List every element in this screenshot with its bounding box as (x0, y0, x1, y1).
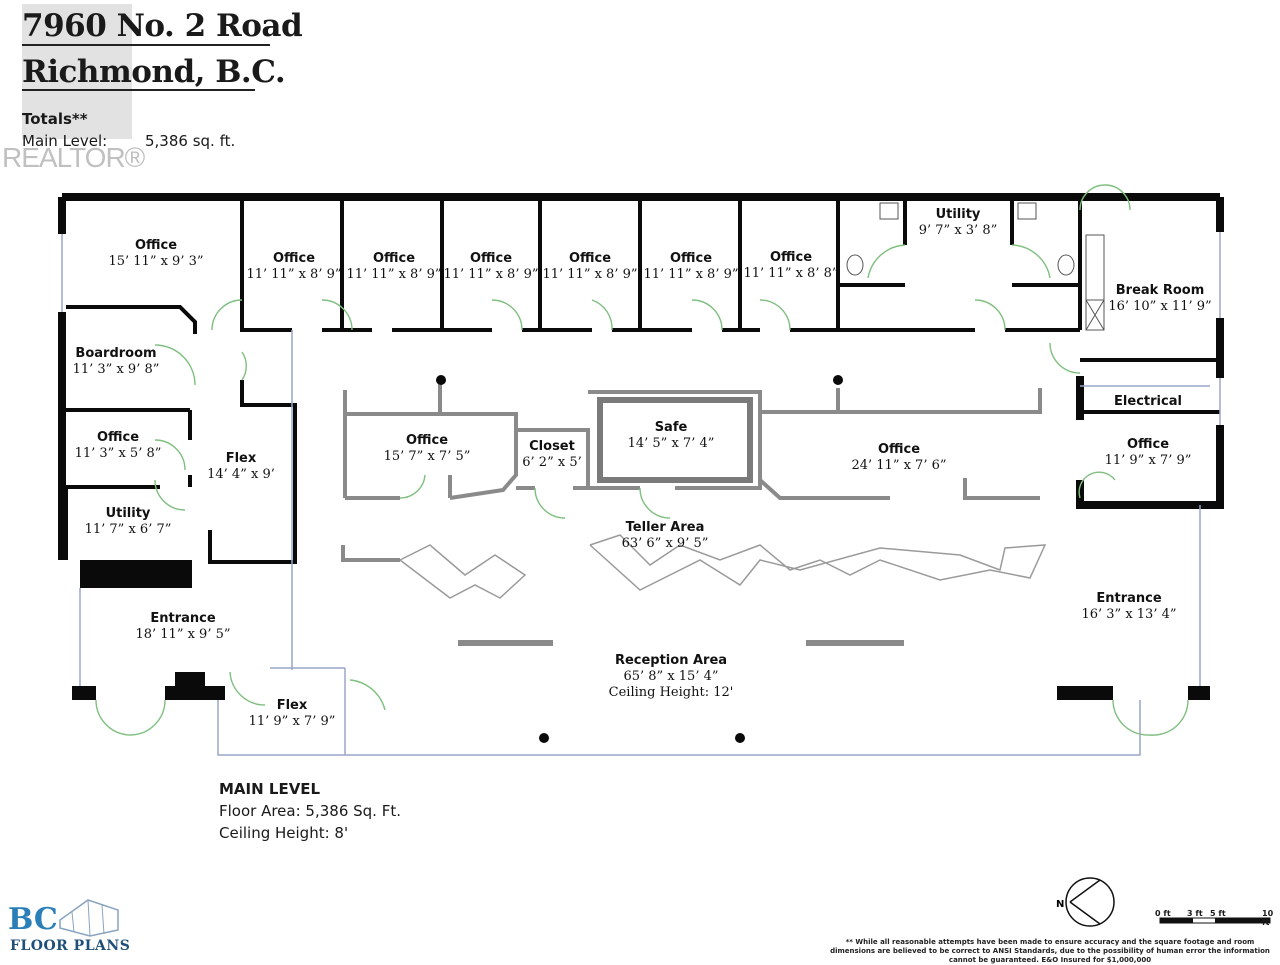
teller-counter (399, 534, 1047, 599)
column-icon (735, 733, 745, 743)
room-dims: 15’ 7” x 7’ 5” (384, 449, 471, 464)
room-dims: 11’ 11” x 8’ 9” (643, 267, 738, 282)
compass: N (1056, 877, 1115, 927)
room-name: Entrance (1096, 591, 1161, 606)
disclaimer-text: ** While all reasonable attempts have be… (830, 938, 1270, 964)
door-swings (95, 184, 1189, 736)
main-level-label: Main Level: (22, 132, 108, 150)
fixtures (846, 202, 1105, 331)
sink-icon (879, 202, 899, 220)
room-dims: 11’ 9” x 7’ 9” (249, 714, 336, 729)
room-dims: 11’ 3” x 9’ 8” (73, 362, 160, 377)
room-name: Electrical (1114, 394, 1182, 409)
room-dims: 11’ 11” x 8’ 8” (743, 266, 838, 281)
room-dims: 24’ 11” x 7’ 6” (851, 458, 946, 473)
room-name: Teller Area (626, 520, 705, 535)
room-name: Boardroom (75, 346, 156, 361)
room-name: Office (1127, 437, 1169, 452)
room-name: Break Room (1116, 283, 1205, 298)
toilet-icon (846, 254, 864, 276)
room-name: Office (97, 430, 139, 445)
address-line-2: Richmond, B.C. (22, 54, 286, 90)
sink-icon (1017, 202, 1037, 220)
room-dims: 11’ 11” x 8’ 9” (246, 267, 341, 282)
room-dims: 65’ 8” x 15’ 4” (623, 669, 718, 684)
room-dims: 16’ 3” x 13’ 4” (1081, 607, 1176, 622)
realtor-watermark-text: REALTOR® (2, 142, 145, 173)
room-labels: Office 15’ 11” x 9’ 3” Office 11’ 11” x … (73, 207, 1212, 729)
address-underline (22, 44, 270, 46)
address-line-1: 7960 No. 2 Road (22, 8, 303, 44)
room-name: Office (273, 251, 315, 266)
room-dims: 11’ 11” x 8’ 9” (542, 267, 637, 282)
room-name: Office (470, 251, 512, 266)
scale-label: 10 ft (1262, 909, 1274, 927)
main-level-value: 5,386 sq. ft. (145, 132, 236, 150)
realtor-logo-icon (22, 4, 132, 139)
bc-floor-plans-logo: BC FLOOR PLANS (8, 890, 138, 960)
column-icon (539, 733, 549, 743)
scale-label: 5 ft (1210, 909, 1226, 918)
room-dims: 16’ 10” x 11’ 9” (1108, 299, 1211, 314)
room-name: Entrance (150, 611, 215, 626)
room-dims: 9’ 7” x 3’ 8” (919, 223, 998, 238)
logo-text-floor-plans: FLOOR PLANS (10, 938, 131, 954)
room-name: Office (670, 251, 712, 266)
compass-icon (1065, 877, 1115, 927)
room-name: Office (770, 250, 812, 265)
interior-walls (64, 201, 1220, 564)
room-name: Office (406, 433, 448, 448)
scale-label: 0 ft (1155, 909, 1171, 918)
fridge-icon (1085, 299, 1105, 331)
room-dims: 11’ 11” x 8’ 9” (443, 267, 538, 282)
realtor-watermark: REALTOR® (0, 4, 145, 174)
room-dims: 14’ 5” x 7’ 4” (628, 436, 715, 451)
address-underline (22, 89, 255, 91)
toilet-icon (1057, 254, 1075, 276)
room-dims: 11’ 3” x 5’ 8” (75, 446, 162, 461)
floor-area: Floor Area: 5,386 Sq. Ft. (219, 802, 401, 820)
totals-label: Totals** (22, 110, 88, 128)
room-name: Office (373, 251, 415, 266)
building-logo-icon (59, 899, 119, 937)
room-name: Safe (655, 420, 688, 435)
room-name: Closet (529, 439, 575, 454)
glass-lines (61, 232, 1221, 756)
compass-label: N (1056, 899, 1064, 910)
room-dims: 63’ 6” x 9’ 5” (622, 536, 709, 551)
logo-text-bc: BC (8, 902, 58, 937)
room-name: Reception Area (615, 653, 727, 668)
room-ceiling-height: Ceiling Height: 12' (609, 685, 734, 700)
scale-bar (1159, 917, 1271, 924)
room-name: Utility (936, 207, 981, 222)
thick-wall-blocks (72, 560, 1210, 700)
column-icon (833, 375, 843, 385)
room-name: Office (135, 238, 177, 253)
room-dims: 15’ 11” x 9’ 3” (108, 254, 203, 269)
room-dims: 14’ 4” x 9’ (207, 467, 275, 482)
room-dims: 11’ 9” x 7’ 9” (1105, 453, 1192, 468)
room-dims: 11’ 11” x 8’ 9” (346, 267, 441, 282)
columns (436, 375, 843, 743)
room-dims: 6’ 2” x 5’ (522, 455, 581, 470)
room-name: Office (569, 251, 611, 266)
room-name: Flex (226, 451, 257, 466)
room-name: Office (878, 442, 920, 457)
level-title: MAIN LEVEL (219, 780, 321, 798)
room-name: Flex (277, 698, 308, 713)
room-dims: 11’ 7” x 6’ 7” (85, 522, 172, 537)
scale-label: 3 ft (1187, 909, 1203, 918)
room-dims: 18’ 11” x 9’ 5” (135, 627, 230, 642)
ceiling-height: Ceiling Height: 8' (219, 824, 349, 842)
counter-icon (1085, 234, 1105, 301)
room-name: Utility (106, 506, 151, 521)
column-icon (436, 375, 446, 385)
partition-walls (341, 380, 1042, 646)
